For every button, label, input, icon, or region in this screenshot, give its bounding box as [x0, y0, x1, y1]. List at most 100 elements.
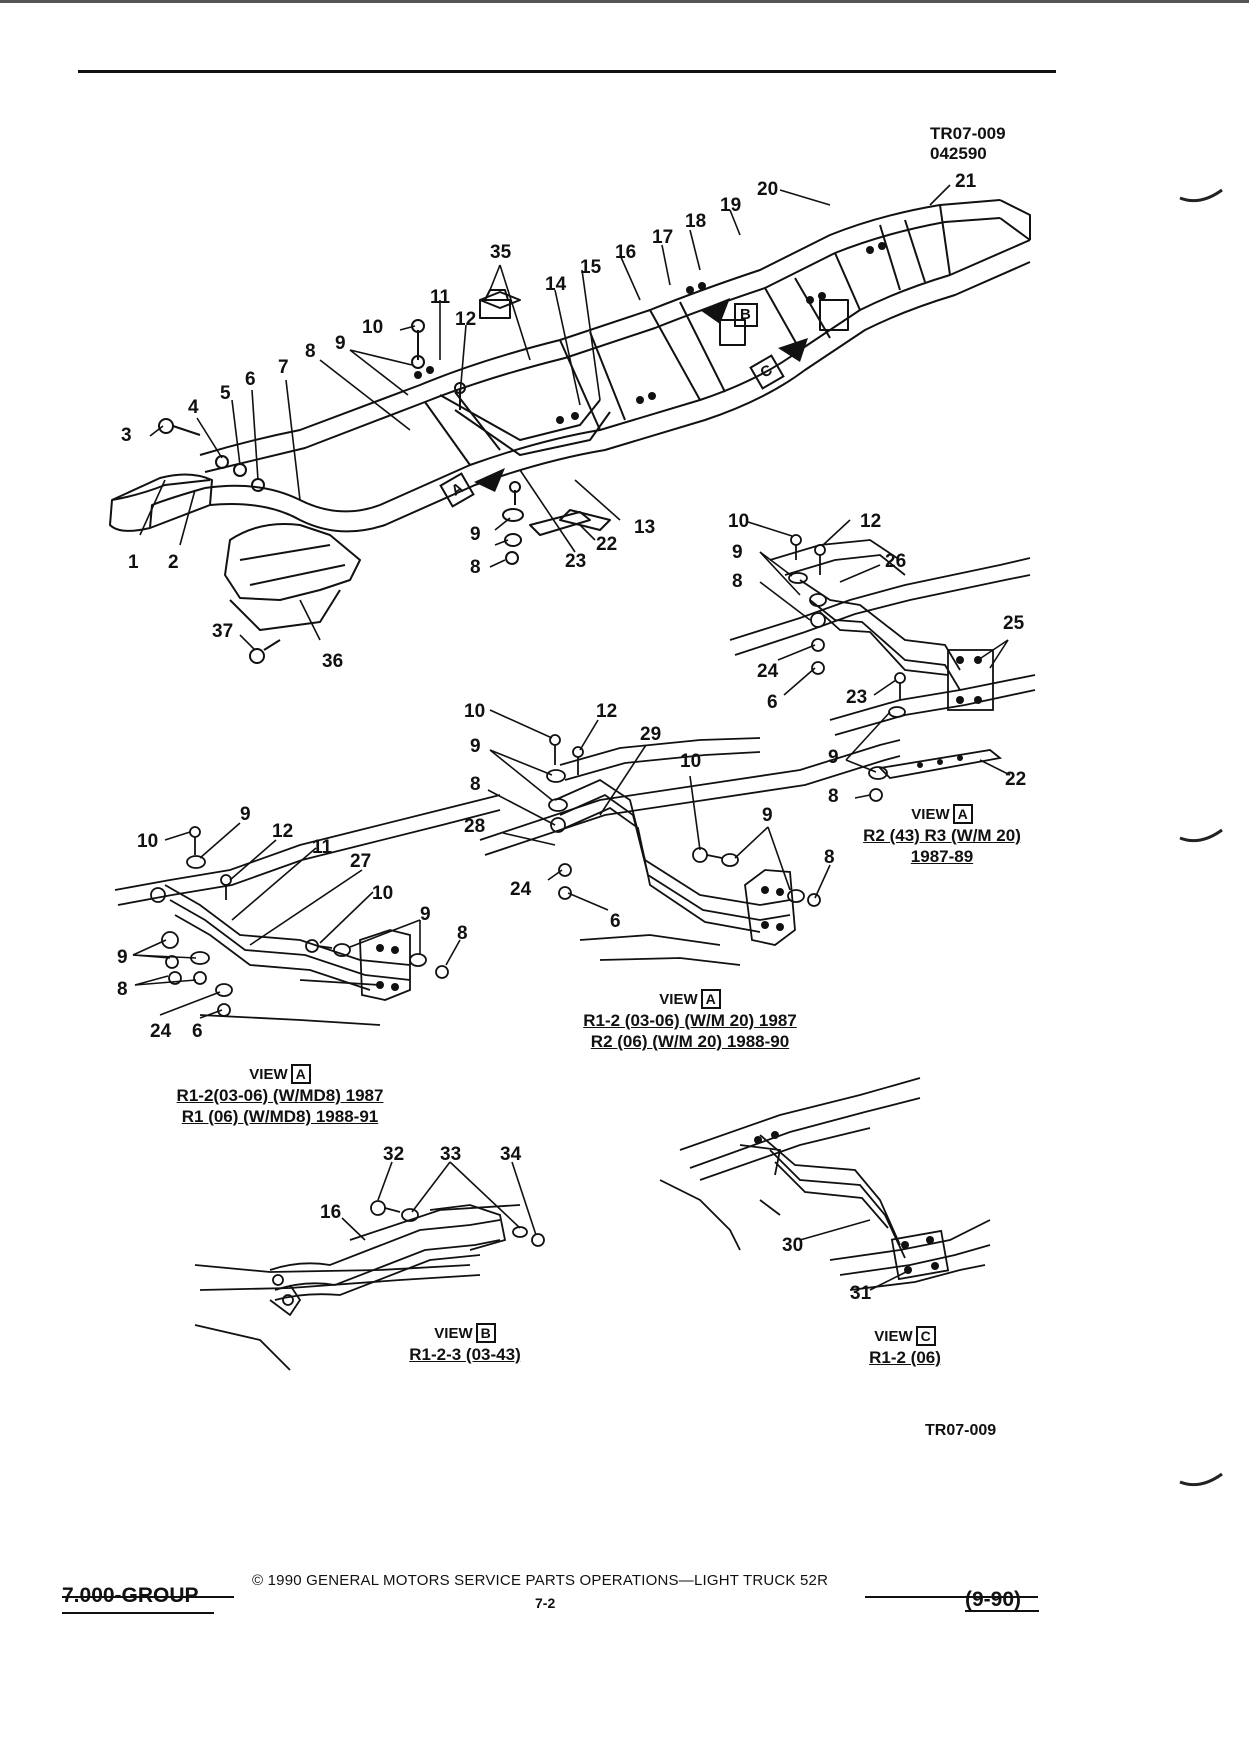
va-right-callout-25: 25 — [1003, 613, 1025, 634]
view-marker-arrows — [439, 298, 808, 508]
arrow-a-icon — [474, 468, 505, 492]
callout-21: 21 — [955, 171, 977, 192]
callout-19: 19 — [720, 195, 742, 216]
callout-17: 17 — [652, 227, 674, 248]
callout-23: 23 — [565, 551, 587, 572]
marker-b-main: B — [740, 306, 751, 323]
callout-5: 5 — [220, 383, 231, 404]
va-right-callout-26: 26 — [885, 551, 907, 572]
view-c-title: VIEW — [874, 1328, 913, 1345]
callout-11: 11 — [430, 287, 451, 308]
vb-callout-33: 33 — [440, 1144, 462, 1165]
main-leader-lines — [139, 184, 951, 651]
va-left-callout-11: 11 — [312, 837, 333, 858]
callout-18: 18 — [685, 211, 707, 232]
va-right-callout-8: 8 — [732, 571, 743, 592]
va-left-callout-9: 9 — [240, 804, 251, 825]
vb-callout-16: 16 — [320, 1202, 342, 1223]
callout-9: 9 — [335, 333, 346, 354]
view-b-leaders — [341, 1161, 537, 1241]
va-center-callout-29: 29 — [640, 724, 662, 745]
va-center-callout-12: 12 — [596, 701, 618, 722]
footer-rule-under-revision — [965, 1610, 1039, 1612]
va-center-callout-8: 8 — [470, 774, 481, 795]
va-center-callout-28: 28 — [464, 816, 486, 837]
va-left-callout-24: 24 — [150, 1021, 172, 1042]
va-right-callout-24: 24 — [757, 661, 779, 682]
footer-rule-under-group — [62, 1612, 214, 1614]
top-edge-shadow — [0, 0, 1249, 3]
view-c-drawing — [659, 1077, 991, 1291]
va-center-callout-9b: 9 — [762, 805, 773, 826]
va-right-callout-9: 9 — [732, 542, 743, 563]
va-right-callout-10: 10 — [728, 511, 750, 532]
callout-22: 22 — [596, 534, 618, 555]
view-a-right-leaders — [747, 519, 1011, 799]
top-rule — [78, 70, 1056, 73]
callout-37: 37 — [212, 621, 234, 642]
va-right-callout-8b: 8 — [828, 786, 839, 807]
view-c-marker: C — [915, 1326, 936, 1346]
callout-20: 20 — [757, 179, 779, 200]
va-left-callout-12: 12 — [272, 821, 294, 842]
view-c-leaders — [799, 1219, 911, 1291]
callout-6: 6 — [245, 369, 256, 390]
va-center-callout-10b: 10 — [680, 751, 702, 772]
vb-callout-32: 32 — [383, 1144, 405, 1165]
callout-8: 8 — [305, 341, 316, 362]
footer-group: 7.000-GROUP — [62, 1584, 199, 1607]
callout-14: 14 — [545, 274, 567, 295]
footer-rule-left — [62, 1596, 234, 1598]
callout-36: 36 — [322, 651, 344, 672]
view-a-left-caption-line-1: R1-2(03-06) (W/MD8) 1987 — [176, 1085, 384, 1105]
view-a-center-title: VIEW — [659, 991, 698, 1008]
view-a-center-marker: A — [700, 989, 721, 1009]
va-left-callout-9c: 9 — [117, 947, 128, 968]
va-left-callout-6: 6 — [192, 1021, 203, 1042]
drawing-id-line-1: TR07-009 — [930, 124, 1006, 143]
callout-13: 13 — [634, 517, 656, 538]
footer-copyright: © 1990 GENERAL MOTORS SERVICE PARTS OPER… — [252, 1572, 829, 1589]
va-center-callout-10: 10 — [464, 701, 486, 722]
view-a-center-caption-line-1: R1-2 (03-06) (W/M 20) 1987 — [583, 1010, 797, 1030]
callout-2: 2 — [168, 552, 179, 573]
vb-callout-34: 34 — [500, 1144, 522, 1165]
va-left-callout-27: 27 — [350, 851, 372, 872]
footer-rule-right — [865, 1596, 1038, 1598]
footer-revision: (9-90) — [965, 1588, 1022, 1611]
callout-10: 10 — [362, 317, 384, 338]
callout-12: 12 — [455, 309, 477, 330]
va-left-callout-8b: 8 — [117, 979, 128, 1000]
va-center-callout-9: 9 — [470, 736, 481, 757]
view-a-right-marker: A — [952, 804, 973, 824]
view-b-title: VIEW — [434, 1325, 473, 1342]
drawing-id-bottom: TR07-009 — [925, 1422, 997, 1439]
callout-35: 35 — [490, 242, 512, 263]
view-b-marker: B — [475, 1323, 496, 1343]
arrow-b-icon — [700, 298, 730, 324]
va-center-callout-8b: 8 — [824, 847, 835, 868]
view-b-caption-line-1: R1-2-3 (03-43) — [409, 1344, 521, 1364]
va-center-callout-6: 6 — [610, 911, 621, 932]
callout-3: 3 — [121, 425, 132, 446]
vc-callout-30: 30 — [782, 1235, 804, 1256]
va-left-callout-9b: 9 — [420, 904, 431, 925]
callout-7: 7 — [278, 357, 289, 378]
main-frame-drawing — [109, 199, 1031, 664]
view-a-left-title: VIEW — [249, 1066, 288, 1083]
va-left-callout-10: 10 — [137, 831, 159, 852]
callout-15: 15 — [580, 257, 602, 278]
drawing-id-line-2: 042590 — [930, 144, 987, 164]
view-c-caption-line-1: R1-2 (06) — [869, 1347, 941, 1367]
view-a-right-title: VIEW — [911, 806, 950, 823]
view-a-left-drawing — [114, 794, 501, 1026]
callout-16: 16 — [615, 242, 637, 263]
arrow-c-icon — [778, 338, 808, 362]
callout-1: 1 — [128, 552, 139, 573]
